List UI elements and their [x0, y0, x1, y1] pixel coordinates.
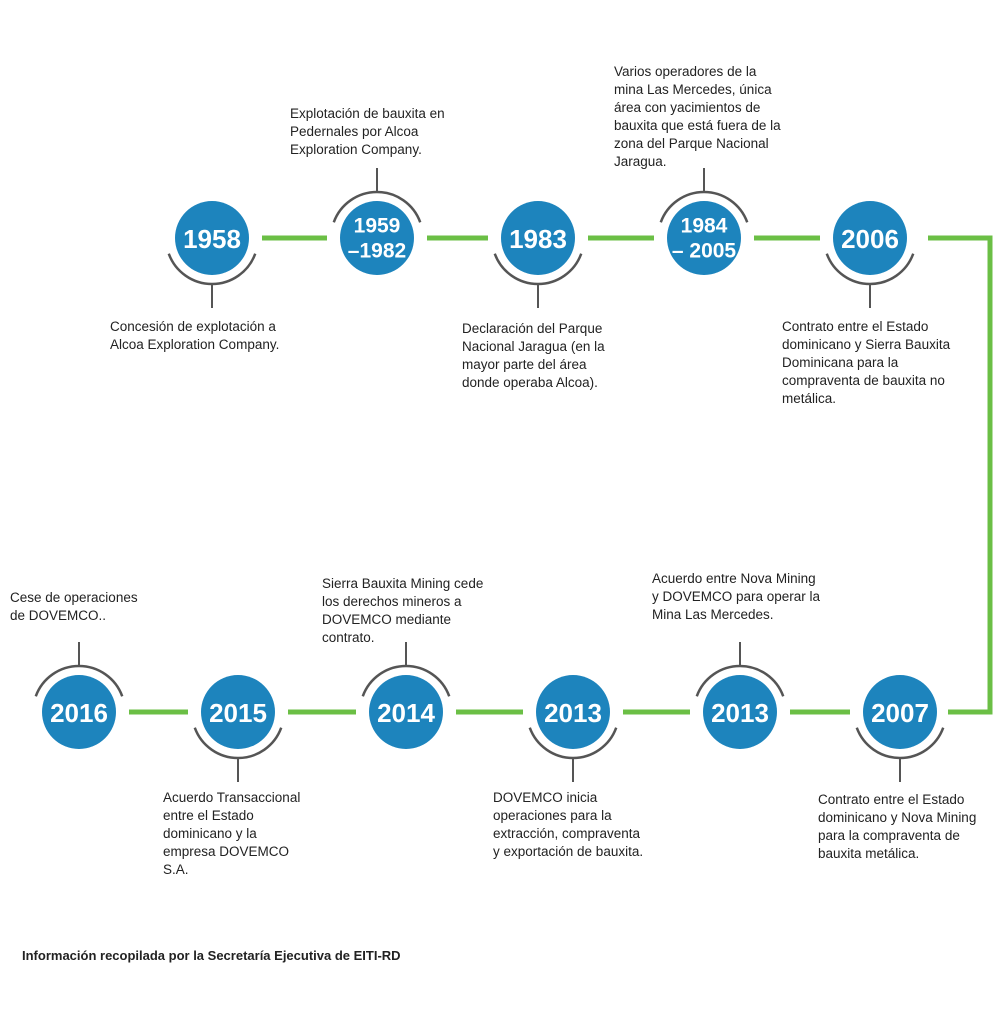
connector-elbow	[928, 235, 993, 715]
event-description-1959-1982: Explotación de bauxita en Pedernales por…	[290, 106, 445, 157]
year-circle	[340, 201, 414, 275]
year-label: 1984	[681, 215, 728, 238]
year-label: 2014	[377, 698, 435, 728]
year-circle	[501, 201, 575, 275]
event-description-2013-b: DOVEMCO inicia operaciones para la extra…	[493, 790, 644, 859]
year-circle	[536, 675, 610, 749]
year-circle	[175, 201, 249, 275]
year-label: 2007	[871, 698, 929, 728]
year-circle	[667, 201, 741, 275]
year-label: 2013	[544, 698, 602, 728]
year-label: 1958	[183, 224, 241, 254]
year-label: 2015	[209, 698, 267, 728]
event-description-1958: Concesión de explotación a Alcoa Explora…	[110, 319, 280, 352]
event-description-2007: Contrato entre el Estado dominicano y No…	[818, 792, 977, 861]
event-description-2006: Contrato entre el Estado dominicano y Si…	[782, 319, 951, 406]
event-description-2014: Sierra Bauxita Mining cede los derechos …	[322, 576, 484, 645]
year-label: – 2005	[672, 240, 737, 263]
year-label: 2013	[711, 698, 769, 728]
event-description-2015: Acuerdo Transaccional entre el Estado do…	[163, 790, 301, 877]
event-description-1984-2005: Varios operadores de la mina Las Mercede…	[614, 64, 781, 169]
event-description-1983: Declaración del Parque Nacional Jaragua …	[462, 321, 605, 390]
source-note: Información recopilada por la Secretaría…	[22, 948, 401, 963]
year-label: 2006	[841, 224, 899, 254]
year-label: –1982	[348, 240, 406, 263]
event-description-2016: Cese de operaciones de DOVEMCO..	[10, 590, 138, 623]
year-circle	[833, 201, 907, 275]
year-circle	[703, 675, 777, 749]
event-description-2013-a: Acuerdo entre Nova Mining y DOVEMCO para…	[652, 571, 821, 622]
year-circle	[863, 675, 937, 749]
year-circle	[369, 675, 443, 749]
year-label: 1983	[509, 224, 567, 254]
year-label: 2016	[50, 698, 108, 728]
year-circle	[201, 675, 275, 749]
year-circle	[42, 675, 116, 749]
year-label: 1959	[354, 215, 401, 238]
